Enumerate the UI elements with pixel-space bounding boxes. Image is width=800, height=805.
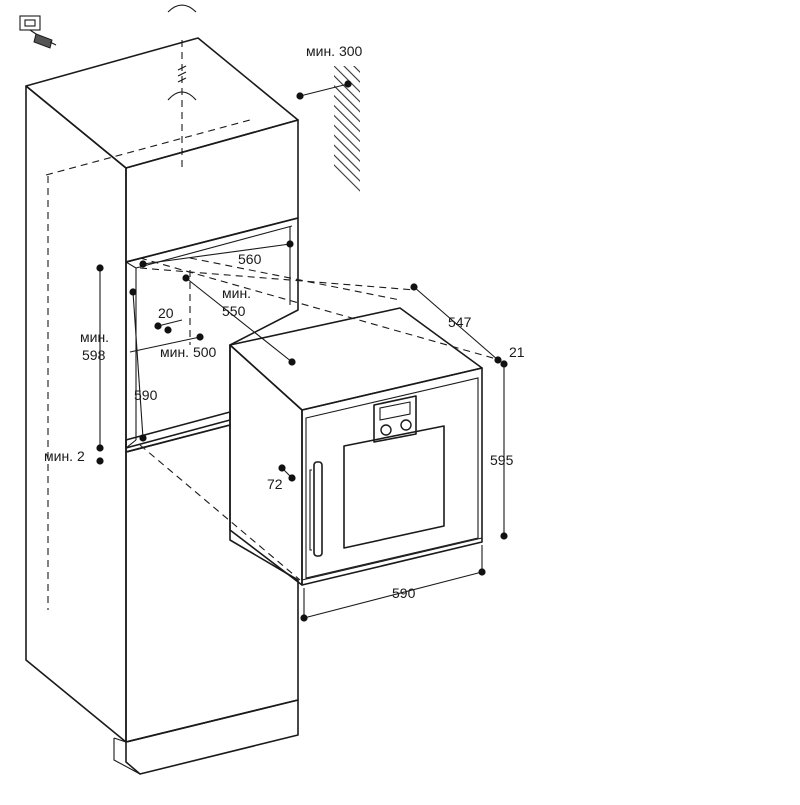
cabinet-left-side [25,85,127,743]
oven-bottom-trim [301,537,483,581]
oven-display [379,401,411,421]
plinth-edge [113,737,127,743]
label-min-550-prefix: мин. [222,285,251,301]
oven-front [301,367,483,586]
ground-symbol-icon [167,4,197,101]
dim-550-line [185,277,293,363]
label-590-height: 590 [134,387,158,403]
dim-590h-line [132,291,144,439]
label-72: 72 [267,476,283,492]
niche-edge-1 [125,261,137,269]
dim-590w-line [303,571,483,619]
oven-window [343,425,445,549]
label-595: 595 [490,452,514,468]
plinth-side [113,738,141,775]
dimension-lines [96,240,508,622]
cabinet [25,37,299,775]
dim-300-line [299,83,349,97]
oven-side [229,344,303,586]
power-plug-icon [19,15,57,49]
dash-niche-top-2 [139,257,501,361]
label-560: 560 [238,251,262,267]
label-20: 20 [158,305,174,321]
dim-547-line [413,286,499,361]
label-min-2: мин. 2 [44,448,85,464]
label-598: 598 [82,347,106,363]
dim-560-line [142,243,291,265]
cabinet-niche [125,217,299,449]
oven-control-panel [373,395,417,443]
oven-knob-right [400,419,412,431]
label-550: 550 [222,303,246,319]
label-590-width: 590 [392,585,416,601]
cabinet-plinth [125,699,299,775]
oven-knob-left [380,424,392,436]
oven-handle [313,461,323,557]
label-547: 547 [448,314,472,330]
dim-20-line [157,319,183,327]
hatch-fill [334,66,360,196]
niche-edge-2 [125,439,137,449]
dim-500-line [129,336,201,353]
oven-door [305,377,479,579]
oven [229,307,483,586]
cabinet-top [25,37,299,169]
label-min-598-prefix: мин. [80,329,109,345]
cabinet-lower-front [125,424,299,743]
label-21: 21 [509,344,525,360]
label-min-500: мин. 500 [160,344,217,360]
label-min-300: мин. 300 [306,43,363,59]
dimension-labels: мин. 300 560 мин. 550 20 мин. 500 мин. 5… [44,43,525,601]
dash-niche-top-1 [139,267,416,291]
wall-hatch [296,66,360,196]
dash-niche-bottom [139,444,301,581]
oven-top [229,307,483,411]
oven-handle-mount [309,469,312,551]
projection-lines [45,40,501,610]
